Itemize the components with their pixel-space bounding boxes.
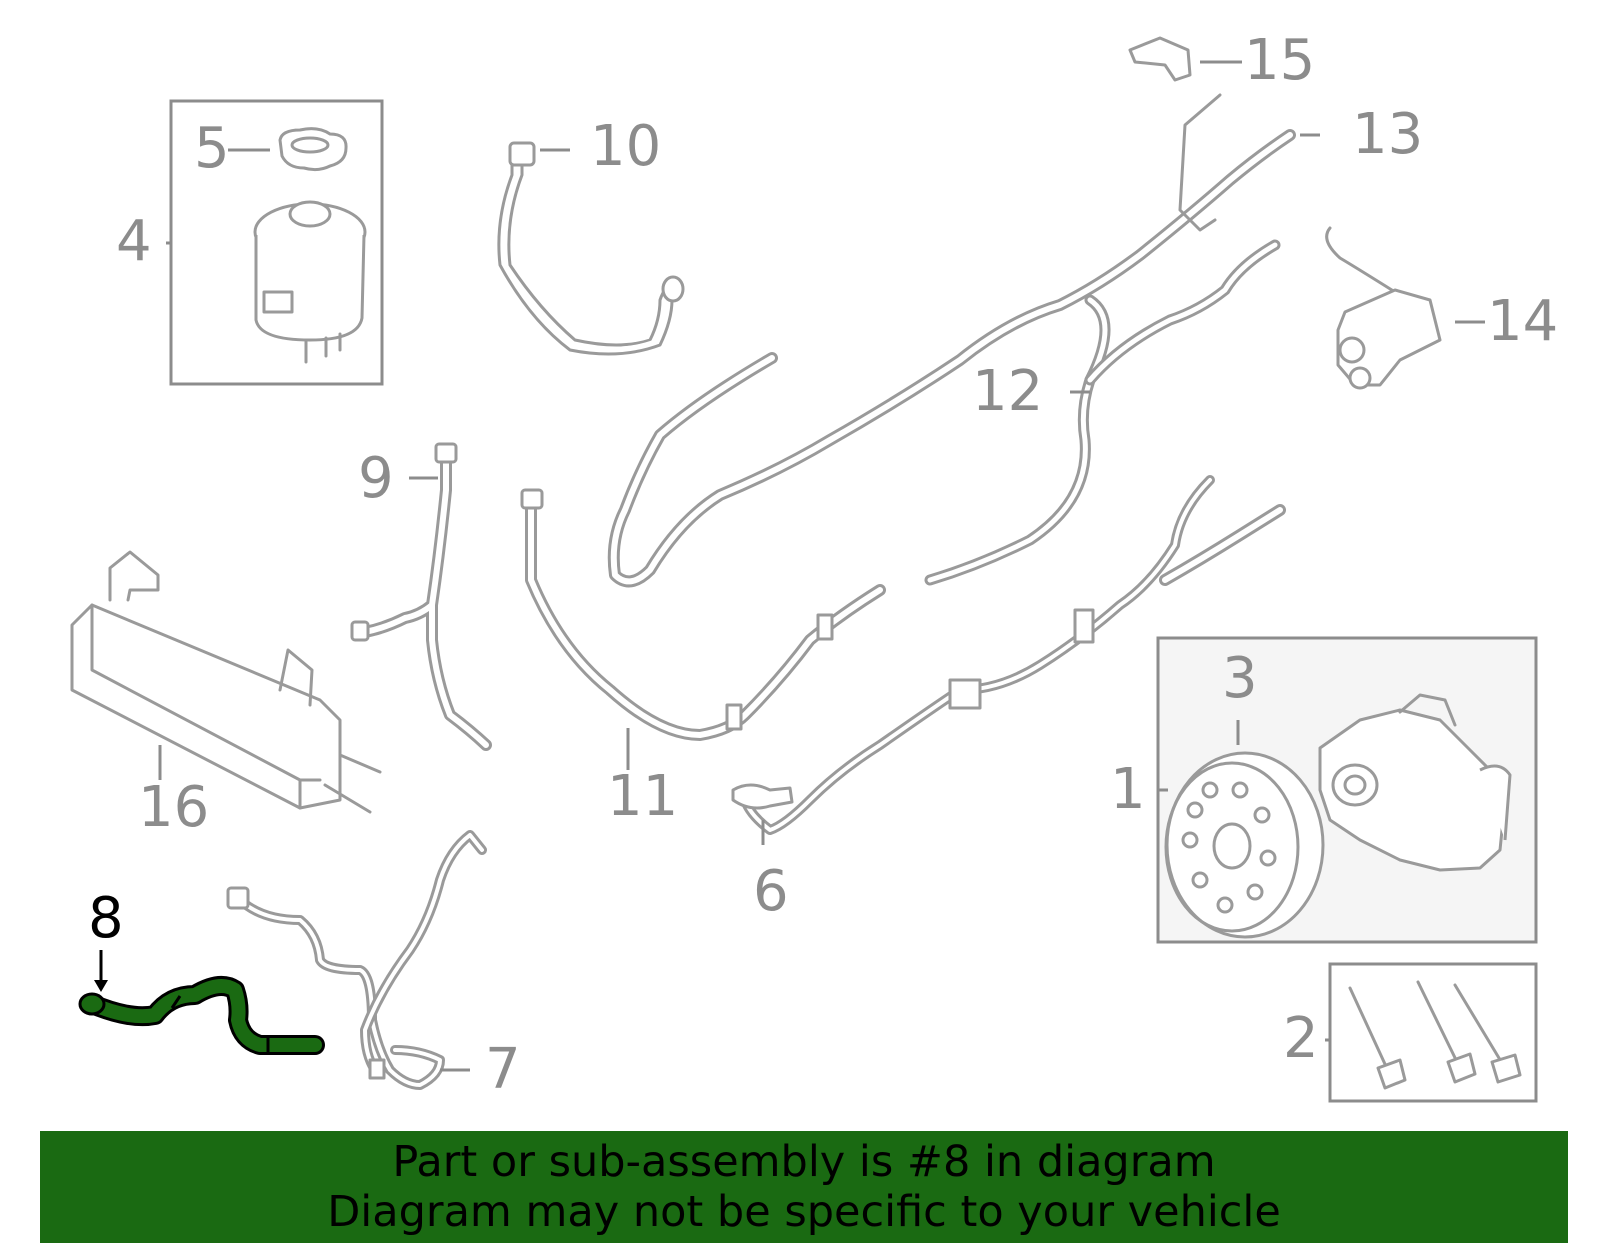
part-10-hose <box>497 150 677 356</box>
info-banner: Part or sub-assembly is #8 in diagram Di… <box>40 1131 1568 1243</box>
part-1-pump <box>1318 693 1512 872</box>
callout-13: 13 <box>1352 102 1423 167</box>
banner-line-1: Part or sub-assembly is #8 in diagram <box>392 1137 1216 1187</box>
part-8-hose-highlighted <box>78 976 325 1055</box>
callout-3: 3 <box>1222 646 1258 711</box>
part-3-pulley <box>1164 751 1325 939</box>
callout-8: 8 <box>88 886 124 951</box>
part-2-bolts <box>1348 980 1522 1090</box>
part-16-cooler <box>70 550 382 814</box>
part-10-clamp <box>508 141 536 167</box>
callout-11: 11 <box>607 764 678 829</box>
callout-16: 16 <box>138 775 209 840</box>
callout-14: 14 <box>1487 289 1558 354</box>
part-14-valve <box>1325 226 1442 390</box>
callout-7: 7 <box>485 1037 521 1102</box>
part-9-clamp <box>434 442 458 464</box>
callout-6: 6 <box>753 859 789 924</box>
callout-2: 2 <box>1283 1006 1319 1071</box>
part-15-clip <box>1128 36 1192 82</box>
callout-4: 4 <box>116 209 152 274</box>
part-4-reservoir <box>253 200 367 364</box>
callout-10: 10 <box>590 114 661 179</box>
callout-9: 9 <box>358 446 394 511</box>
callout-5: 5 <box>194 116 230 181</box>
callout-12: 12 <box>972 359 1043 424</box>
part-5-reservoir-cap <box>278 127 348 172</box>
callout-15: 15 <box>1244 28 1315 93</box>
banner-line-2: Diagram may not be specific to your vehi… <box>327 1187 1281 1237</box>
callout-1: 1 <box>1110 757 1146 822</box>
